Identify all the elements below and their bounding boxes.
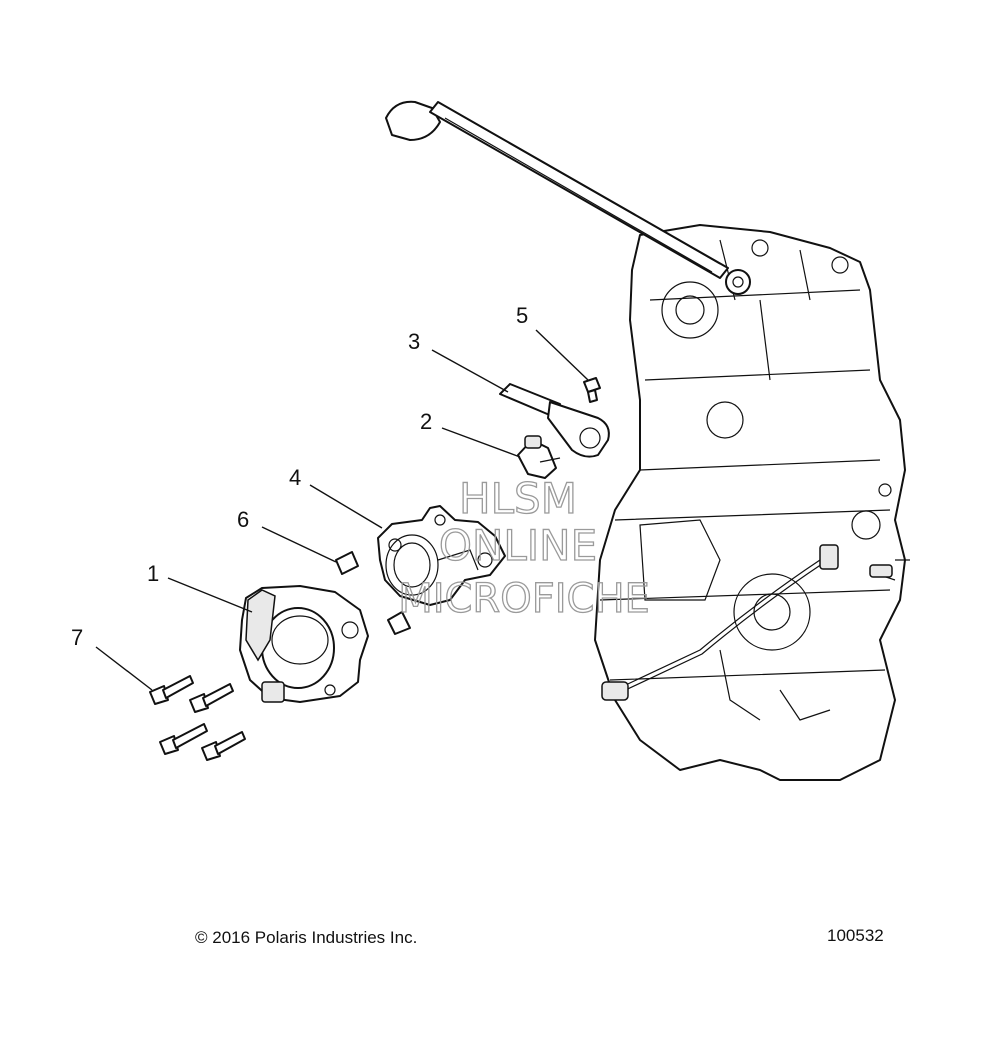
callout-1: 1 bbox=[147, 561, 159, 586]
part-1-throttle-body bbox=[239, 585, 369, 703]
callout-5: 5 bbox=[516, 303, 528, 328]
bolt-b bbox=[189, 683, 234, 713]
part-6-screws bbox=[335, 551, 411, 635]
leader-1 bbox=[167, 577, 253, 613]
bolt-c bbox=[159, 723, 208, 755]
part-2-fitting bbox=[517, 435, 561, 479]
part-3-sensor bbox=[499, 383, 610, 458]
watermark: HLSM ONLINE MICROFICHE bbox=[398, 473, 651, 622]
callout-3: 3 bbox=[408, 329, 420, 354]
callout-labels: 1 2 3 4 5 6 7 bbox=[71, 303, 528, 650]
part-7-bolts bbox=[149, 675, 246, 761]
part-5-bolt bbox=[583, 377, 601, 403]
watermark-line3: MICROFICHE bbox=[398, 576, 650, 622]
callout-6: 6 bbox=[237, 507, 249, 532]
cable-assembly bbox=[385, 100, 751, 295]
callout-4: 4 bbox=[289, 465, 301, 490]
leader-lines bbox=[95, 329, 589, 691]
leader-7 bbox=[95, 646, 153, 691]
figure-number: 100532 bbox=[827, 926, 884, 945]
callout-2: 2 bbox=[420, 409, 432, 434]
leader-3 bbox=[431, 349, 509, 393]
leader-5 bbox=[535, 329, 589, 381]
bolt-a bbox=[149, 675, 194, 705]
leader-6 bbox=[261, 526, 337, 563]
leader-4 bbox=[309, 484, 383, 529]
callout-7: 7 bbox=[71, 625, 83, 650]
watermark-line1: HLSM bbox=[459, 474, 577, 523]
watermark-line2: ONLINE bbox=[439, 521, 597, 570]
leader-2 bbox=[441, 427, 521, 458]
part-4-adapter bbox=[377, 505, 506, 606]
copyright-text: © 2016 Polaris Industries Inc. bbox=[195, 928, 418, 947]
engine-block bbox=[594, 224, 910, 781]
bolt-d bbox=[201, 731, 246, 761]
